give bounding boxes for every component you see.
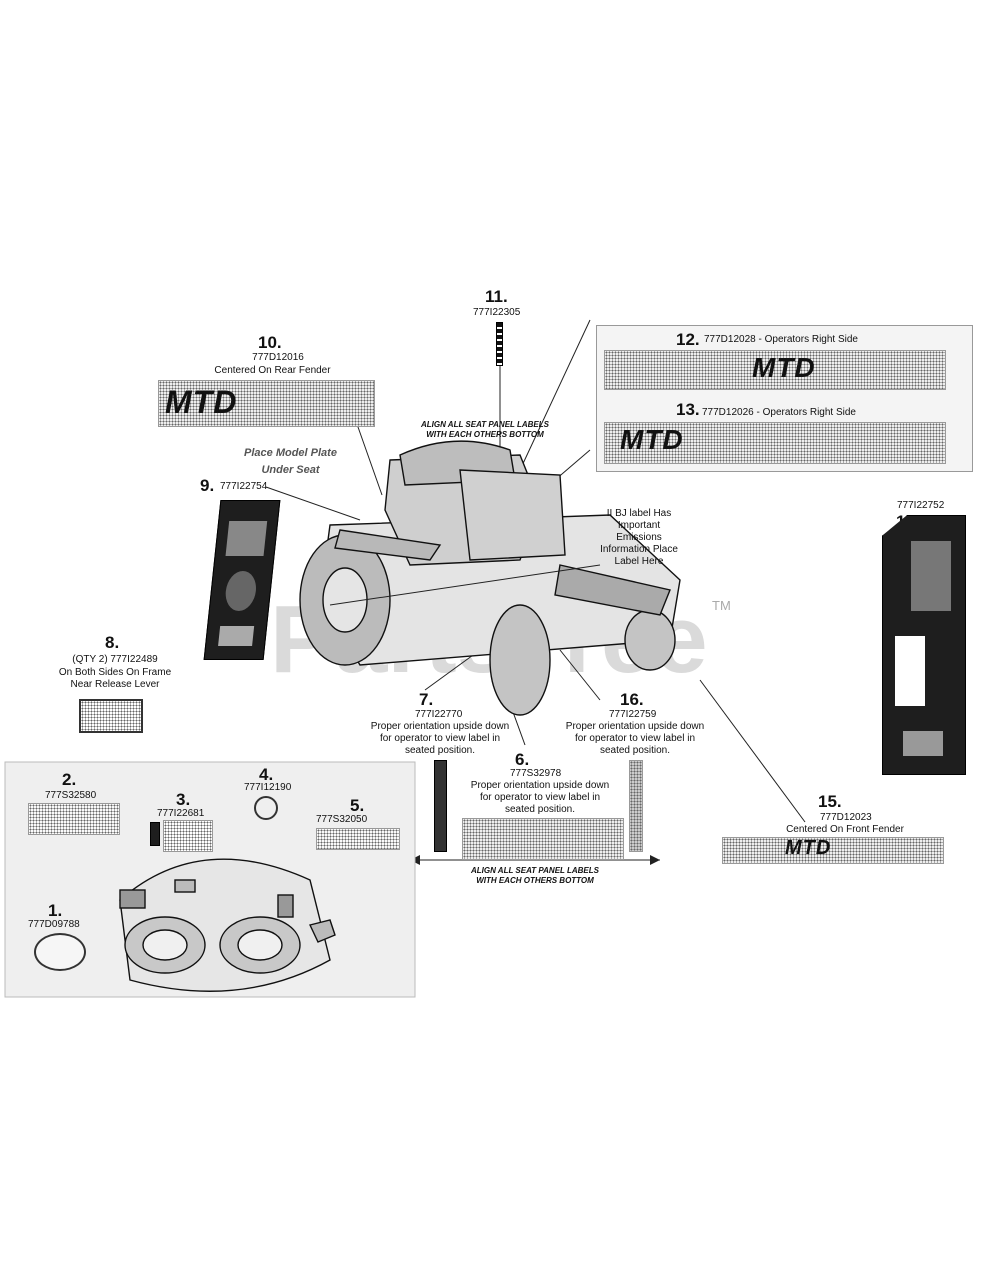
callout-10-note: Centered On Rear Fender [214,365,331,376]
callout-1-code: 777D09788 [28,919,80,930]
callout-9-number: 9. [200,476,215,495]
place-model-note: Place Model Plate Under Seat [244,447,337,476]
callout-6-note: Proper orientation upside down for opera… [470,780,610,815]
callout-9-code: 777I22754 [220,481,268,492]
callout-7-code: 777I22770 [415,709,463,720]
watermark-tm: TM [712,598,731,613]
decal-12-brand: MTD [752,352,816,383]
decal-6-strip [462,818,624,860]
decal-7-strip [434,760,447,852]
callout-4-number: 4. [259,765,274,784]
callout-6-code: 777S32978 [510,768,562,779]
emissions-note: II BJ label Has Important Emissions Info… [600,508,678,567]
decal-13-brand: MTD [620,424,684,455]
callout-16-number: 16. [620,690,644,709]
decal-3 [163,820,213,852]
callout-13-number: 13. [676,400,700,419]
decal-8-release [79,699,143,733]
decal-5 [316,828,400,850]
callout-6-number: 6. [515,750,530,769]
callout-16-code: 777I22759 [609,709,657,720]
callout-15-number: 15. [818,792,842,811]
decal-16-strip [629,760,643,852]
align-note-bottom: ALIGN ALL SEAT PANEL LABELS WITH EACH OT… [470,866,599,885]
callout-2-number: 2. [62,770,77,789]
decal-14-panel [882,515,966,775]
decal-2 [28,803,120,835]
callout-12-number: 12. [676,330,700,349]
decal-13-side [604,422,946,464]
callout-14-code: 777I22752 [897,500,945,511]
decal-1-oval [34,933,86,971]
decal-4-round [254,796,278,820]
callout-12-code: 777D12028 - Operators Right Side [704,334,858,345]
callout-5-number: 5. [350,796,365,815]
callout-10-code: 777D12016 [252,352,304,363]
decal-15-front-fender [722,837,944,864]
callout-8-number: 8. [105,633,120,652]
callout-13-code: 777D12026 - Operators Right Side [702,407,856,418]
callout-11-number: 11. [485,287,508,306]
callout-7-note: Proper orientation upside down for opera… [370,721,510,756]
callout-11-code: 777I22305 [473,307,521,318]
decal-12-side [604,350,946,390]
decal-3-bar [150,822,160,846]
decal-15-brand: MTD [785,837,832,859]
callout-7-number: 7. [419,690,434,709]
callout-3-number: 3. [176,790,191,809]
decal-11-strip [496,322,503,366]
decal-10-rear-fender [158,380,375,427]
align-note-top: ALIGN ALL SEAT PANEL LABELS WITH EACH OT… [420,420,549,439]
callout-5-code: 777S32050 [316,814,368,825]
callout-1-number: 1. [48,901,63,920]
callout-4-code: 777I12190 [244,782,292,793]
callout-8-note: On Both Sides On Frame Near Release Leve… [58,667,172,690]
callout-3-code: 777I22681 [157,808,205,819]
callout-15-note: Centered On Front Fender [786,824,904,835]
callout-15-code: 777D12023 [820,812,872,823]
callout-2-code: 777S32580 [45,790,97,801]
decal-10-brand: MTD [165,384,238,420]
callout-16-note: Proper orientation upside down for opera… [565,721,705,756]
callout-8-code: (QTY 2) 777I22489 [72,654,158,665]
callout-10-number: 10. [258,333,282,352]
